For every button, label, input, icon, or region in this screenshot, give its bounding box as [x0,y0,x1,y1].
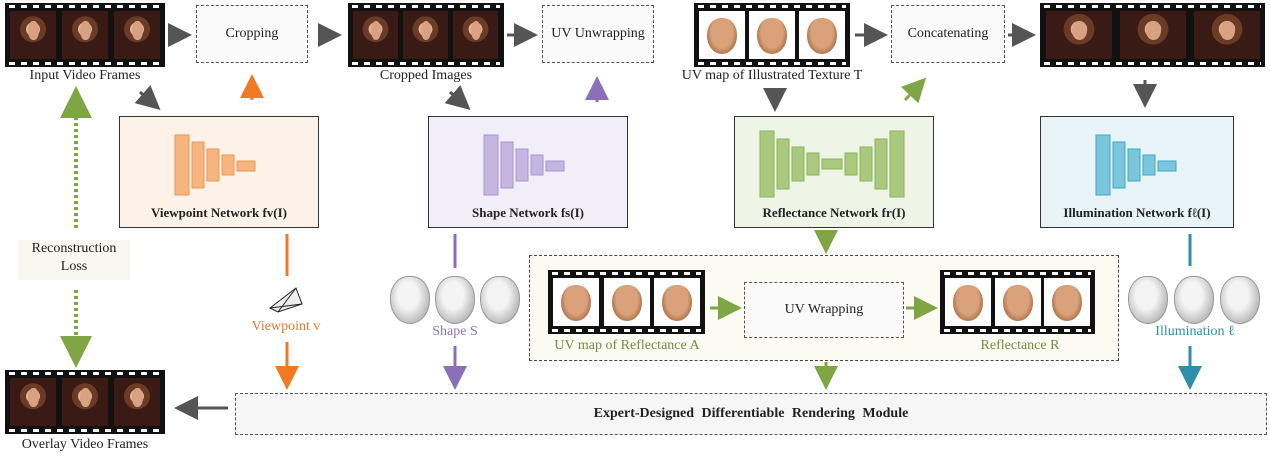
reflectance-strip [940,270,1095,334]
uv-reflectance-label: UV map of Reflectance A [554,338,700,353]
illumination-network: Illumination Network fℓ(I) [1040,116,1234,228]
reflectance-network: Reflectance Network fr(I) [734,116,934,228]
loss-line-1: Reconstruction [31,241,117,256]
reflectance-network-title: Reflectance Network fr(I) [762,205,906,220]
shape-label: Shape S [432,324,478,339]
reflectance-label: Reflectance R [980,338,1060,353]
video-frame [62,11,108,59]
uv-wrapping-box: UV Wrapping [744,282,904,338]
video-frame [10,11,56,59]
cropped-frame [453,11,498,59]
reflectance-frame [995,278,1041,326]
uv-texture-frame [749,11,795,59]
overlay-frames-label: Overlay Video Frames [21,437,149,452]
uv-reflectance-frame [553,278,599,326]
arrow [900,77,927,104]
overlay-video-frames [5,370,165,434]
reflectance-frame [945,278,991,326]
illumination-head [1220,276,1260,324]
overlay-frame [10,378,56,426]
cropped-images-label: Cropped Images [379,68,473,83]
concat-frame [1120,11,1186,59]
uv-texture-frame [799,11,845,59]
uv-texture-frame [699,11,745,59]
viewpoint-network-title: Viewpoint Network fv(I) [151,205,287,220]
shape-network-icon [483,134,565,196]
rendering-module: Expert-Designed Differentiable Rendering… [235,393,1267,435]
reconstruction-loss-label: Reconstruction Loss [18,240,130,280]
illumination-head [1128,276,1168,324]
input-video-frames [5,3,165,67]
illumination-label: Illumination ℓ [1155,324,1235,339]
viewpoint-network: Viewpoint Network fv(I) [119,116,319,228]
cropped-frame [353,11,398,59]
concatenating-box: Concatenating [891,5,1005,63]
viewpoint-label: Viewpoint v [251,319,321,334]
concatenated-strip [1040,3,1265,67]
input-frames-label: Input Video Frames [29,68,141,83]
cropped-frame [403,11,448,59]
uv-unwrapping-box: UV Unwrapping [542,5,654,63]
uv-texture-strip [694,3,850,67]
uv-reflectance-frame [604,278,650,326]
overlay-frame [114,378,160,426]
shape-head [435,276,475,324]
overlay-frame [62,378,108,426]
shape-network: Shape Network fs(I) [428,116,628,228]
concat-frame [1046,11,1112,59]
camera-frustum-icon [269,287,303,313]
rendering-module-label: Expert-Designed Differentiable Rendering… [593,406,909,421]
video-frame [114,11,160,59]
loss-line-2: Loss [60,259,88,274]
shape-head [480,276,520,324]
reflectance-network-icon [759,130,905,198]
shape-network-title: Shape Network fs(I) [472,205,584,220]
shape-head [390,276,430,324]
uv-reflectance-strip [548,270,705,334]
illumination-network-icon [1095,134,1177,196]
illumination-network-title: Illumination Network fℓ(I) [1063,205,1211,220]
cropping-box: Cropping [196,5,308,63]
uv-reflectance-frame [654,278,700,326]
concat-frame [1194,11,1260,59]
viewpoint-network-icon [174,134,256,196]
illumination-head [1174,276,1214,324]
cropped-images [348,3,504,67]
arrow [134,85,161,110]
arrow [444,85,471,110]
uv-texture-label: UV map of Illustrated Texture T [681,68,863,83]
reflectance-frame [1044,278,1090,326]
